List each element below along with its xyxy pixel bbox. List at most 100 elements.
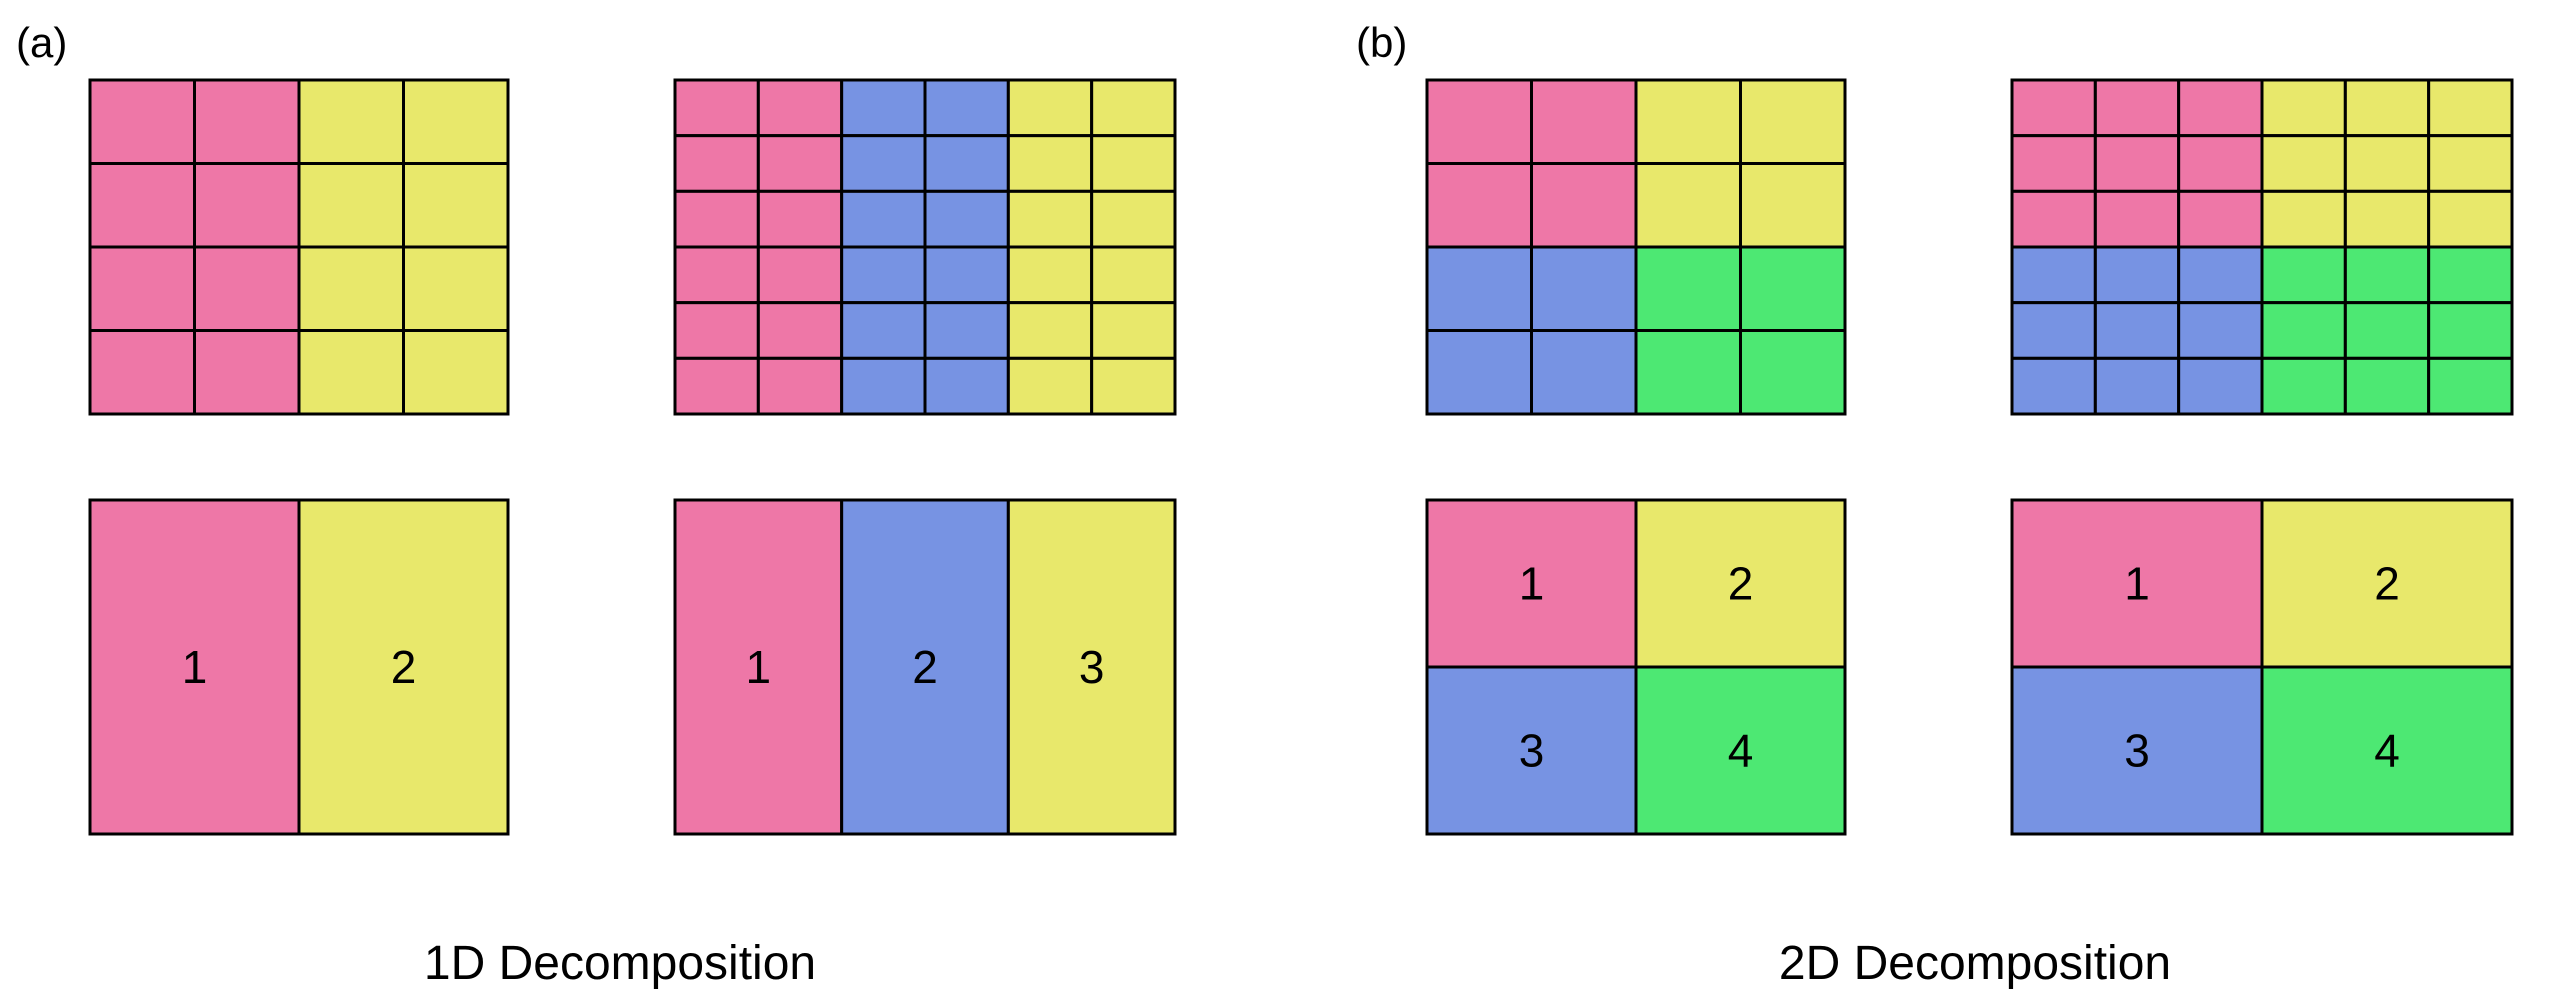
partition-block-3 [1425, 665, 1638, 836]
partition-label: 2 [391, 641, 417, 693]
grid-cell [840, 245, 927, 305]
grid-cell [1006, 78, 1094, 138]
grid-cell [2093, 356, 2181, 416]
grid-cell [1739, 162, 1847, 249]
grid-cell [923, 189, 1010, 249]
grid-cell [2177, 301, 2264, 360]
grid-cell [297, 329, 405, 416]
grid-cell [88, 162, 196, 249]
partition-block-1 [1425, 498, 1638, 669]
grid-cell [1634, 78, 1742, 165]
grid-cell [1090, 134, 1177, 193]
grid-cell [2427, 301, 2514, 360]
grid-cell [1530, 78, 1638, 165]
partition-block-2 [297, 498, 510, 836]
grid-cell [297, 162, 405, 249]
grid-cell [2260, 189, 2347, 249]
grid-cell [2260, 245, 2347, 305]
grid-cell [2343, 301, 2431, 360]
grid-cell [1425, 78, 1533, 165]
grid-cell [193, 329, 301, 416]
partition-label: 1 [182, 641, 208, 693]
partition-block-1 [88, 498, 301, 836]
grid-cell [1090, 356, 1177, 416]
grid-cell [402, 329, 510, 416]
grid-cell [2177, 78, 2264, 138]
grid-cell [2343, 356, 2431, 416]
partition-label: 1 [746, 641, 772, 693]
caption-1d: 1D Decomposition [423, 937, 817, 990]
grid-cell [923, 134, 1010, 193]
partition-label: 3 [1519, 725, 1545, 777]
grid-cell [1006, 356, 1094, 416]
grid-cell [1090, 189, 1177, 249]
partition-label: 3 [1079, 641, 1105, 693]
grid-cell [1530, 162, 1638, 249]
grid-cell [402, 245, 510, 332]
grid-cell [923, 301, 1010, 360]
grid-cell [2343, 245, 2431, 305]
grid-cell [2343, 189, 2431, 249]
partition-block-2 [2260, 498, 2514, 669]
partition-block-3 [2010, 665, 2264, 836]
grid-cell [1739, 245, 1847, 332]
grid-cell [1739, 78, 1847, 165]
grid-cell [1090, 245, 1177, 305]
grid-cell [1634, 162, 1742, 249]
caption-2d: 2D Decomposition [1778, 937, 2172, 990]
grid-cell [923, 78, 1010, 138]
grid-cell [88, 329, 196, 416]
grid-cell [756, 78, 844, 138]
grid-cell [2260, 78, 2347, 138]
grid-cell [923, 356, 1010, 416]
grid-cell [2093, 189, 2181, 249]
grid-cell [2177, 134, 2264, 193]
partition-block-4 [1634, 665, 1847, 836]
panel-label-b: (b) [1356, 19, 1408, 66]
grid-cell [673, 301, 760, 360]
grid-cell [756, 134, 844, 193]
grid-1d-3proc [673, 78, 1177, 416]
grid-cell [402, 78, 510, 165]
grid-cell [1739, 329, 1847, 416]
grid-cell [673, 189, 760, 249]
grid-cell [1090, 78, 1177, 138]
grid-cell [673, 78, 760, 138]
grid-cell [1006, 245, 1094, 305]
grid-cell [2427, 134, 2514, 193]
grid-cell [2010, 245, 2097, 305]
grid-cell [2427, 78, 2514, 138]
grid-cell [1634, 329, 1742, 416]
grid-cell [297, 245, 405, 332]
grid-2d-6x6 [2010, 78, 2514, 416]
grid-cell [2010, 78, 2097, 138]
grid-cell [673, 356, 760, 416]
partition-label: 2 [2374, 558, 2400, 610]
grid-cell [1425, 245, 1533, 332]
grid-cell [1090, 301, 1177, 360]
grid-cell [2260, 134, 2347, 193]
partition-label: 3 [2124, 725, 2150, 777]
grid-2d-4x4 [1425, 78, 1847, 416]
grid-cell [2427, 189, 2514, 249]
grid-cell [193, 245, 301, 332]
grid-cell [756, 245, 844, 305]
grid-cell [1006, 134, 1094, 193]
grid-cell [1530, 245, 1638, 332]
partition-label: 1 [1519, 558, 1545, 610]
partition-block-4 [2260, 665, 2514, 836]
grid-cell [2177, 356, 2264, 416]
grid-cell [2177, 189, 2264, 249]
grid-cell [402, 162, 510, 249]
grid-cell [2093, 134, 2181, 193]
grid-cell [840, 134, 927, 193]
grid-cell [840, 78, 927, 138]
grid-cell [2260, 356, 2347, 416]
grid-cell [1425, 329, 1533, 416]
partition-block-2 [1634, 498, 1847, 669]
grid-cell [2093, 78, 2181, 138]
